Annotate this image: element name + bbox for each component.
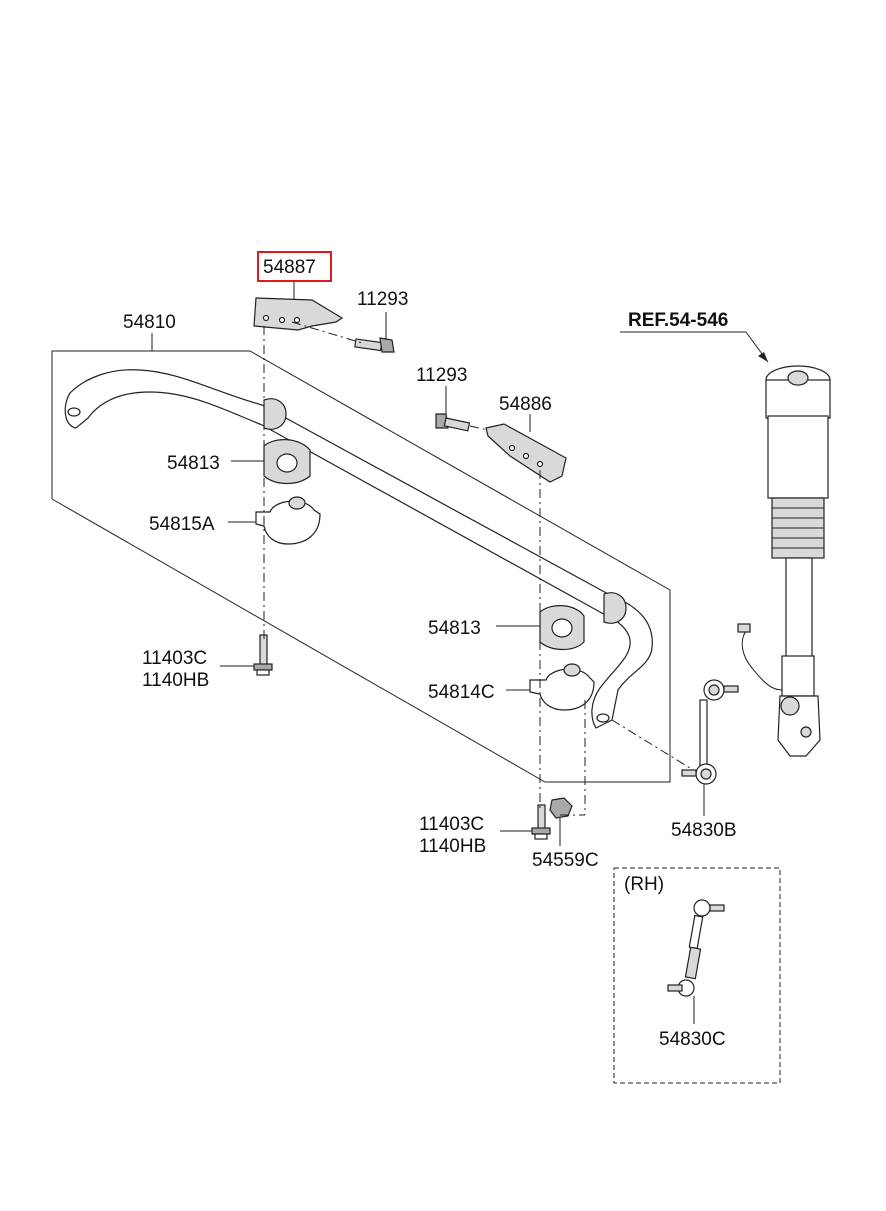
assembly-line-link [611,719,691,769]
label-54830c[interactable]: 54830C [659,1029,726,1050]
label-11293-mid[interactable]: 11293 [416,365,467,386]
stabilizer-assembly-boundary [51,350,671,783]
assembly-line-bolt-mid [469,425,489,431]
bracket-54886 [485,423,567,483]
bushing-left [263,439,311,485]
stabilizer-link-54830c [667,899,725,997]
label-11293-top[interactable]: 11293 [357,289,408,310]
ref-arrowhead [758,352,768,362]
bolt-11293-mid [435,413,471,432]
stabilizer-link-54830b [681,679,739,785]
label-ref[interactable]: REF.54-546 [628,310,728,331]
label-54886[interactable]: 54886 [499,394,552,415]
label-54810[interactable]: 54810 [123,312,176,333]
air-strut [737,365,831,757]
highlight-box-54887 [257,251,332,282]
label-11403c-left[interactable]: 11403C [142,648,207,669]
label-54815a[interactable]: 54815A [149,514,215,535]
label-1140hb-bottom[interactable]: 1140HB [419,836,486,857]
stabilizer-bar [64,369,653,729]
label-11403c-bottom[interactable]: 11403C [419,814,484,835]
rh-detail-box [613,867,781,1084]
bolt-11403c-left [253,634,273,676]
bolt-11403c-bottom [531,804,551,840]
label-rh: (RH) [624,874,664,895]
bushing-right [539,605,585,651]
clamp-left [255,496,321,545]
nut-54559c [549,797,573,819]
bolt-11293-top [354,337,395,353]
label-1140hb-left[interactable]: 1140HB [142,670,209,691]
clamp-right [529,663,595,711]
label-54813-left[interactable]: 54813 [167,453,220,474]
label-54830b[interactable]: 54830B [671,820,737,841]
label-54813-right[interactable]: 54813 [428,618,481,639]
bracket-54887 [253,297,344,331]
label-54887[interactable]: 54887 [263,257,316,278]
label-54559c[interactable]: 54559C [532,850,599,871]
label-54814c[interactable]: 54814C [428,682,495,703]
assembly-line-bolt-top [291,321,363,344]
